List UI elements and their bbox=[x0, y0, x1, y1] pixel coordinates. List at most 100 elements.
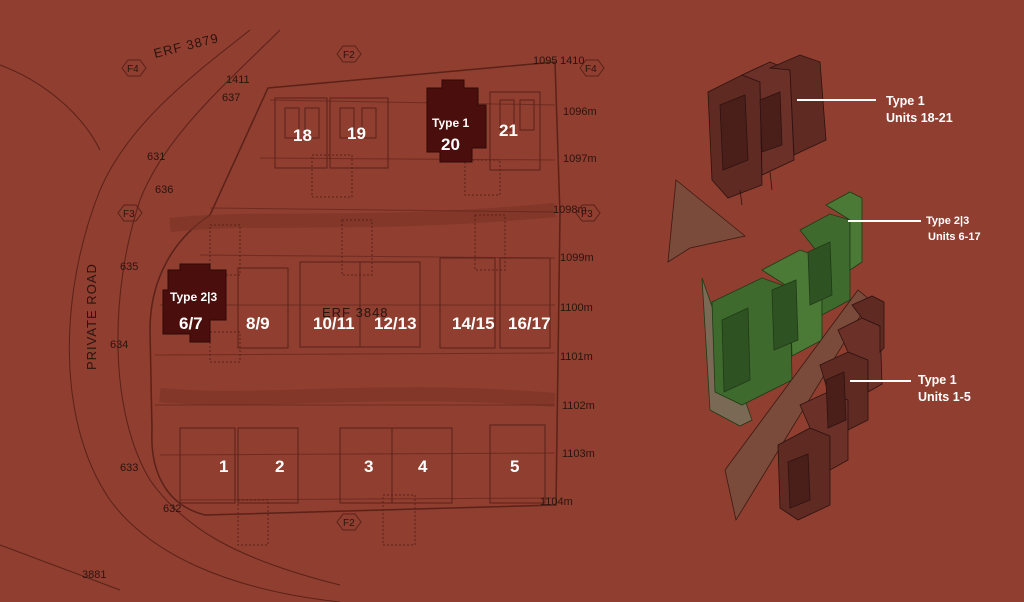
boundary-number: 1410 bbox=[560, 55, 584, 67]
building bbox=[489, 91, 541, 171]
site-boundary bbox=[149, 61, 561, 516]
marker-shape bbox=[336, 513, 362, 531]
internal-road-2 bbox=[159, 387, 556, 407]
building bbox=[499, 257, 551, 349]
legend-1-units: Units 18-21 bbox=[886, 111, 953, 125]
marker-f2-top: F2 bbox=[336, 45, 362, 63]
contour-label: 1104m bbox=[540, 496, 573, 508]
internal-road-1 bbox=[169, 203, 556, 232]
unit-label-10-11: 10/11 bbox=[313, 314, 355, 333]
parking bbox=[474, 214, 506, 271]
highlight-unit-20 bbox=[426, 79, 487, 163]
marker-f2-bottom: F2 bbox=[336, 513, 362, 531]
model-block-type1-lower bbox=[777, 295, 885, 521]
highlight-mid-unit-label: 6/7 bbox=[179, 314, 203, 333]
legend-2-type: Type 2|3 bbox=[926, 215, 969, 227]
private-road-edge-inner bbox=[117, 29, 341, 586]
model-face bbox=[721, 307, 751, 393]
marker-label: F2 bbox=[343, 50, 355, 61]
building bbox=[391, 427, 453, 504]
site-plan bbox=[0, 29, 561, 602]
contour-label: 1101m bbox=[560, 351, 593, 363]
marker-shape bbox=[575, 204, 601, 222]
building bbox=[274, 97, 328, 169]
unit-label-3: 3 bbox=[364, 457, 373, 476]
contour-line bbox=[209, 207, 556, 213]
building bbox=[439, 257, 496, 349]
bottom-erf-number: 3881 bbox=[82, 569, 106, 581]
building bbox=[519, 99, 535, 131]
highlight-unit-6-7 bbox=[162, 263, 227, 343]
building bbox=[361, 107, 377, 139]
boundary-number: 632 bbox=[163, 503, 181, 515]
marker-shape bbox=[117, 204, 143, 222]
model-face bbox=[768, 54, 827, 156]
unit-label-21: 21 bbox=[499, 121, 518, 140]
boundary-number: 1095 bbox=[533, 55, 557, 67]
boundary-number: 637 bbox=[222, 92, 240, 104]
buildings-top-row bbox=[274, 91, 541, 198]
marker-label: F4 bbox=[127, 64, 139, 75]
building bbox=[284, 107, 300, 139]
model-face bbox=[719, 94, 749, 171]
legend-1-type: Type 1 bbox=[886, 94, 925, 108]
model-block-type1-upper bbox=[707, 54, 827, 206]
marker-shape bbox=[336, 45, 362, 63]
contour-line bbox=[199, 254, 556, 259]
private-road-edge-outer bbox=[68, 29, 341, 602]
road-edge-far bbox=[0, 64, 101, 151]
unit-label-5: 5 bbox=[510, 457, 519, 476]
building bbox=[237, 267, 289, 349]
marker-label: F3 bbox=[581, 209, 593, 220]
legend-3-units: Units 1-5 bbox=[918, 390, 971, 404]
highlight-top-unit-label: 20 bbox=[441, 135, 460, 154]
boundary-number: 1411 bbox=[226, 74, 250, 86]
building bbox=[359, 261, 421, 348]
unit-label-2: 2 bbox=[275, 457, 284, 476]
parking bbox=[464, 159, 501, 196]
model-face bbox=[825, 371, 847, 429]
model-face bbox=[851, 295, 885, 353]
legend-3-type: Type 1 bbox=[918, 373, 957, 387]
unit-label-12-13: 12/13 bbox=[374, 314, 417, 333]
contour-line bbox=[269, 99, 556, 106]
contour-line bbox=[159, 452, 556, 456]
contour-label: 1098m bbox=[553, 204, 587, 216]
marker-f3-right: F3 bbox=[575, 204, 601, 222]
road-edge-bottom bbox=[0, 544, 121, 591]
marker-label: F3 bbox=[123, 209, 135, 220]
marker-f4-left: F4 bbox=[121, 59, 147, 77]
buildings-middle-row bbox=[209, 214, 551, 363]
marker-f3-left: F3 bbox=[117, 204, 143, 222]
boundary-number: 635 bbox=[120, 261, 138, 273]
marker-shape bbox=[121, 59, 147, 77]
marker-f4-right: F4 bbox=[579, 59, 605, 77]
unit-label-19: 19 bbox=[347, 124, 366, 143]
building bbox=[489, 424, 546, 504]
highlight-mid-type-label: Type 2|3 bbox=[170, 290, 217, 304]
unit-label-16-17: 16/17 bbox=[508, 314, 551, 333]
boundary-number: 634 bbox=[110, 339, 128, 351]
contour-label: 1103m bbox=[562, 448, 595, 460]
boundary-number: 636 bbox=[155, 184, 173, 196]
erf-center-label: ERF 3848 bbox=[322, 305, 389, 320]
building bbox=[329, 97, 389, 169]
contour-line bbox=[154, 352, 556, 356]
buildings-bottom-row bbox=[179, 424, 546, 546]
model-face bbox=[771, 279, 799, 351]
building bbox=[304, 107, 320, 139]
unit-label-8-9: 8/9 bbox=[246, 314, 270, 333]
parking bbox=[209, 331, 241, 363]
contour-label: 1099m bbox=[560, 252, 594, 264]
legend-2-units: Units 6-17 bbox=[928, 231, 981, 243]
model-block-type23 bbox=[701, 191, 863, 427]
marker-shape bbox=[579, 59, 605, 77]
marker-label: F2 bbox=[343, 518, 355, 529]
model-edge bbox=[769, 171, 773, 191]
model-edge bbox=[739, 189, 743, 206]
massing-model-3d bbox=[667, 54, 921, 522]
model-terrain-wedge bbox=[667, 179, 746, 263]
unit-label-4: 4 bbox=[418, 457, 428, 476]
contour-line bbox=[259, 157, 556, 161]
model-face bbox=[807, 241, 833, 306]
